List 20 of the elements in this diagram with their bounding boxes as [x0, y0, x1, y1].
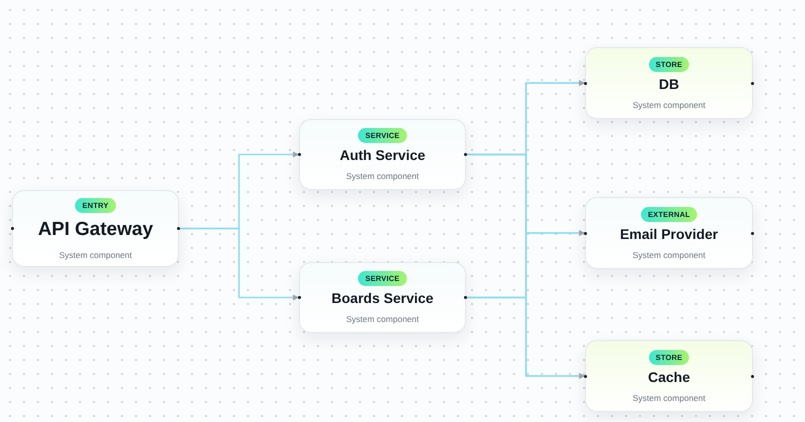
connector-arrow: [179, 228, 299, 300]
component-card: [299, 262, 466, 333]
component-card: [585, 197, 753, 269]
node-subtitle: System component: [346, 314, 419, 324]
component-card: [585, 47, 753, 119]
node-title: Cache: [648, 368, 690, 384]
node-title: Email Provider: [620, 226, 718, 242]
component-card: [299, 119, 466, 190]
component-card: [585, 340, 753, 412]
node-subtitle: System component: [632, 250, 706, 260]
node-subtitle: System component: [632, 392, 706, 402]
node-subtitle: System component: [632, 100, 706, 110]
node-title: API Gateway: [38, 218, 154, 240]
node-subtitle: System component: [346, 171, 419, 181]
node-title: Auth Service: [340, 147, 426, 163]
node-title: DB: [658, 76, 680, 92]
component-card: [12, 190, 179, 267]
node-subtitle: System component: [59, 250, 132, 260]
node-title: Boards Service: [332, 290, 434, 306]
connector-arrow: [466, 296, 585, 379]
